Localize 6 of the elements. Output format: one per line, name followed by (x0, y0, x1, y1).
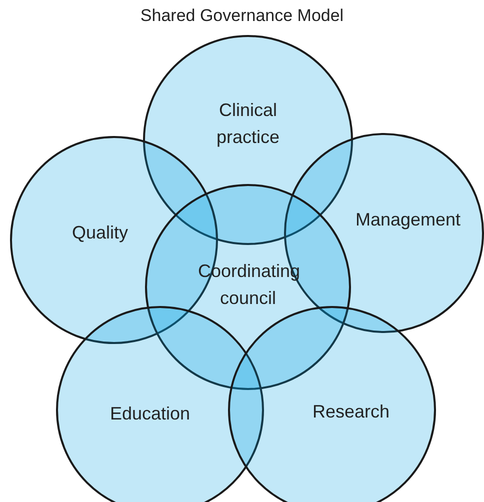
circle-label: Quality (70, 222, 130, 244)
diagram-title: Shared Governance Model (139, 6, 345, 26)
circle-label: Management (354, 208, 462, 232)
circle-label: Research (311, 400, 391, 424)
circle-label: Clinical practice (215, 99, 281, 149)
circle-label: Education (108, 402, 192, 426)
